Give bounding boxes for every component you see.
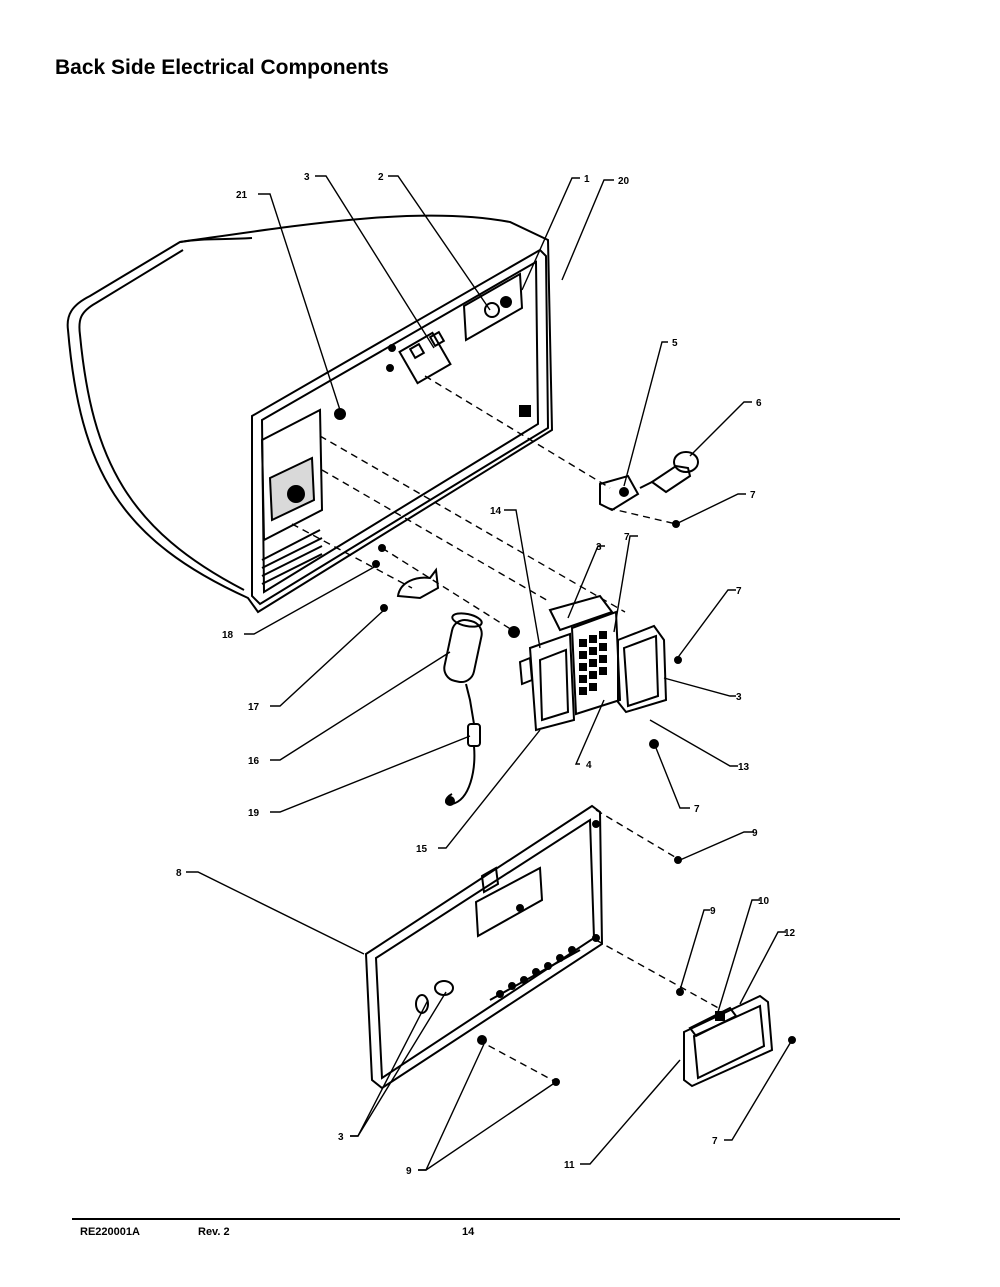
callout-7: 7 [624,532,630,543]
callout-7: 7 [712,1136,718,1147]
callout-10: 10 [758,896,770,907]
relay-assembly [508,594,682,749]
callout-1: 1 [584,174,590,185]
callout-9: 9 [406,1166,412,1177]
callout-9: 9 [752,828,758,839]
callout-7: 7 [694,804,700,815]
callout-21: 21 [236,190,248,201]
callout-labels: 21 3 2 1 20 5 6 7 14 3 7 7 3 13 4 7 18 1… [176,172,796,1177]
callout-7: 7 [750,490,756,501]
callout-12: 12 [784,928,796,939]
footer-doc-number: RE220001A [80,1226,140,1238]
callout-18: 18 [222,630,234,641]
callout-19: 19 [248,808,260,819]
footer-rule [72,1218,900,1220]
rear-cover-panel [364,804,684,1090]
footer-revision: Rev. 2 [198,1226,230,1238]
page-title: Back Side Electrical Components [55,56,389,79]
callout-16: 16 [248,756,260,767]
callout-11: 11 [564,1160,575,1171]
callout-3: 3 [736,692,742,703]
footer-page-number: 14 [462,1226,475,1238]
bracket-and-plug [599,451,699,528]
callout-3: 3 [596,542,602,553]
callout-3: 3 [338,1132,344,1143]
callout-20: 20 [618,176,630,187]
callout-5: 5 [672,338,678,349]
callout-17: 17 [248,702,260,713]
callout-3: 3 [304,172,310,183]
cabinet-housing [66,214,554,614]
callout-9: 9 [710,906,716,917]
callout-4: 4 [586,760,592,771]
callout-6: 6 [756,398,762,409]
callout-15: 15 [416,844,428,855]
callout-14: 14 [490,506,502,517]
callout-2: 2 [378,172,384,183]
callout-7: 7 [736,586,742,597]
callout-leaders [186,175,793,1171]
callout-13: 13 [738,762,750,773]
small-cover-plate [683,994,796,1088]
assembly-lines [291,375,723,1083]
capacitor-assembly [372,544,483,806]
callout-8: 8 [176,868,182,879]
